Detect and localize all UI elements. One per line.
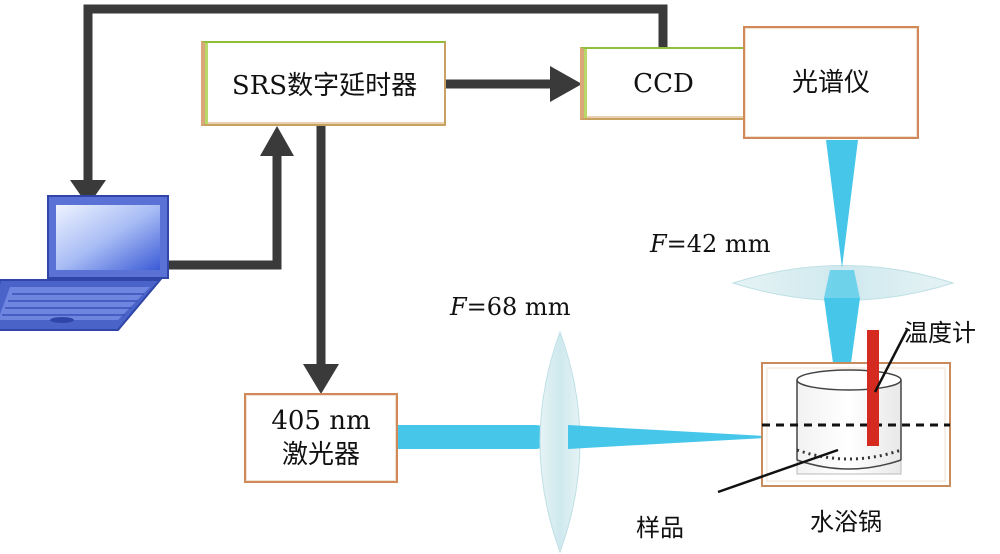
laptop-icon bbox=[0, 195, 169, 331]
lens-1-focal-value: =68 mm bbox=[466, 293, 571, 321]
arrowhead-ccd bbox=[550, 66, 582, 102]
water-bath-label: 水浴锅 bbox=[810, 508, 882, 536]
arrowhead-laser bbox=[303, 364, 339, 394]
sample-label: 样品 bbox=[636, 514, 684, 542]
spectrometer-box: 光谱仪 bbox=[743, 26, 919, 139]
ccd-label: CCD bbox=[633, 68, 694, 99]
lens-2-focal-value: =42 mm bbox=[666, 230, 771, 258]
thermometer bbox=[867, 330, 879, 446]
thermometer-label: 温度计 bbox=[904, 319, 976, 347]
arrow-laptop-ccd bbox=[83, 4, 668, 190]
lens-2-focal-label: F=42 mm bbox=[650, 230, 771, 258]
lens-2-focal-symbol: F bbox=[650, 230, 667, 258]
lens-1-focal-symbol: F bbox=[450, 293, 467, 321]
laser-wavelength-label: 405 nm bbox=[271, 406, 371, 436]
focused-beam bbox=[568, 425, 782, 449]
pointer-sample bbox=[717, 448, 839, 494]
arrow-laptop-delay bbox=[168, 148, 282, 270]
collection-beam-upper bbox=[826, 140, 858, 268]
spectrometer-label: 光谱仪 bbox=[791, 68, 870, 98]
laser-box: 405 nm 激光器 bbox=[244, 393, 398, 483]
lens-1-focal-label: F=68 mm bbox=[450, 293, 571, 321]
arrowhead-delay bbox=[260, 126, 294, 156]
ccd-box: CCD bbox=[580, 47, 745, 120]
lens-1 bbox=[539, 330, 581, 554]
srs-delay-generator-box: SRS数字延时器 bbox=[201, 41, 446, 126]
pointer-thermometer bbox=[873, 329, 909, 393]
laser-label: 激光器 bbox=[281, 440, 360, 470]
srs-delay-generator-label: SRS数字延时器 bbox=[231, 71, 418, 101]
arrowhead-laptop bbox=[70, 180, 106, 206]
